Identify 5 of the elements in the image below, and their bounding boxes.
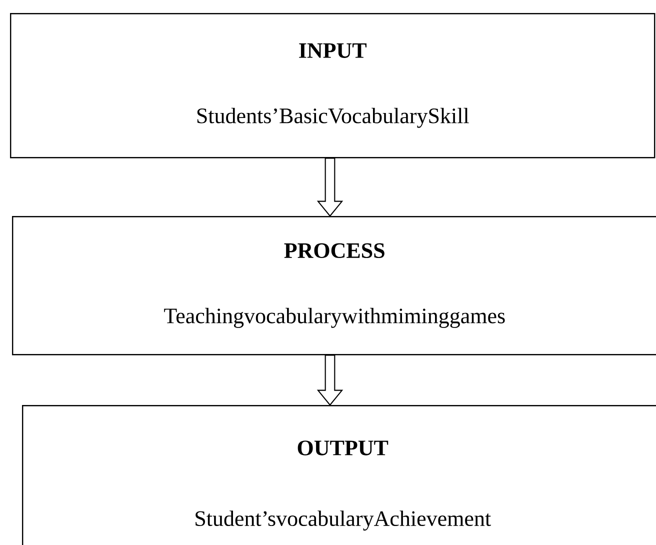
process-box: PROCESS Teachingvocabularywithmiminggames [12, 216, 656, 356]
arrow [316, 158, 344, 217]
process-box: OUTPUT Student’svocabularyAchievement [22, 404, 656, 545]
process-box: INPUT Students’BasicVocabularySkill [10, 13, 656, 158]
arrow [316, 354, 344, 406]
